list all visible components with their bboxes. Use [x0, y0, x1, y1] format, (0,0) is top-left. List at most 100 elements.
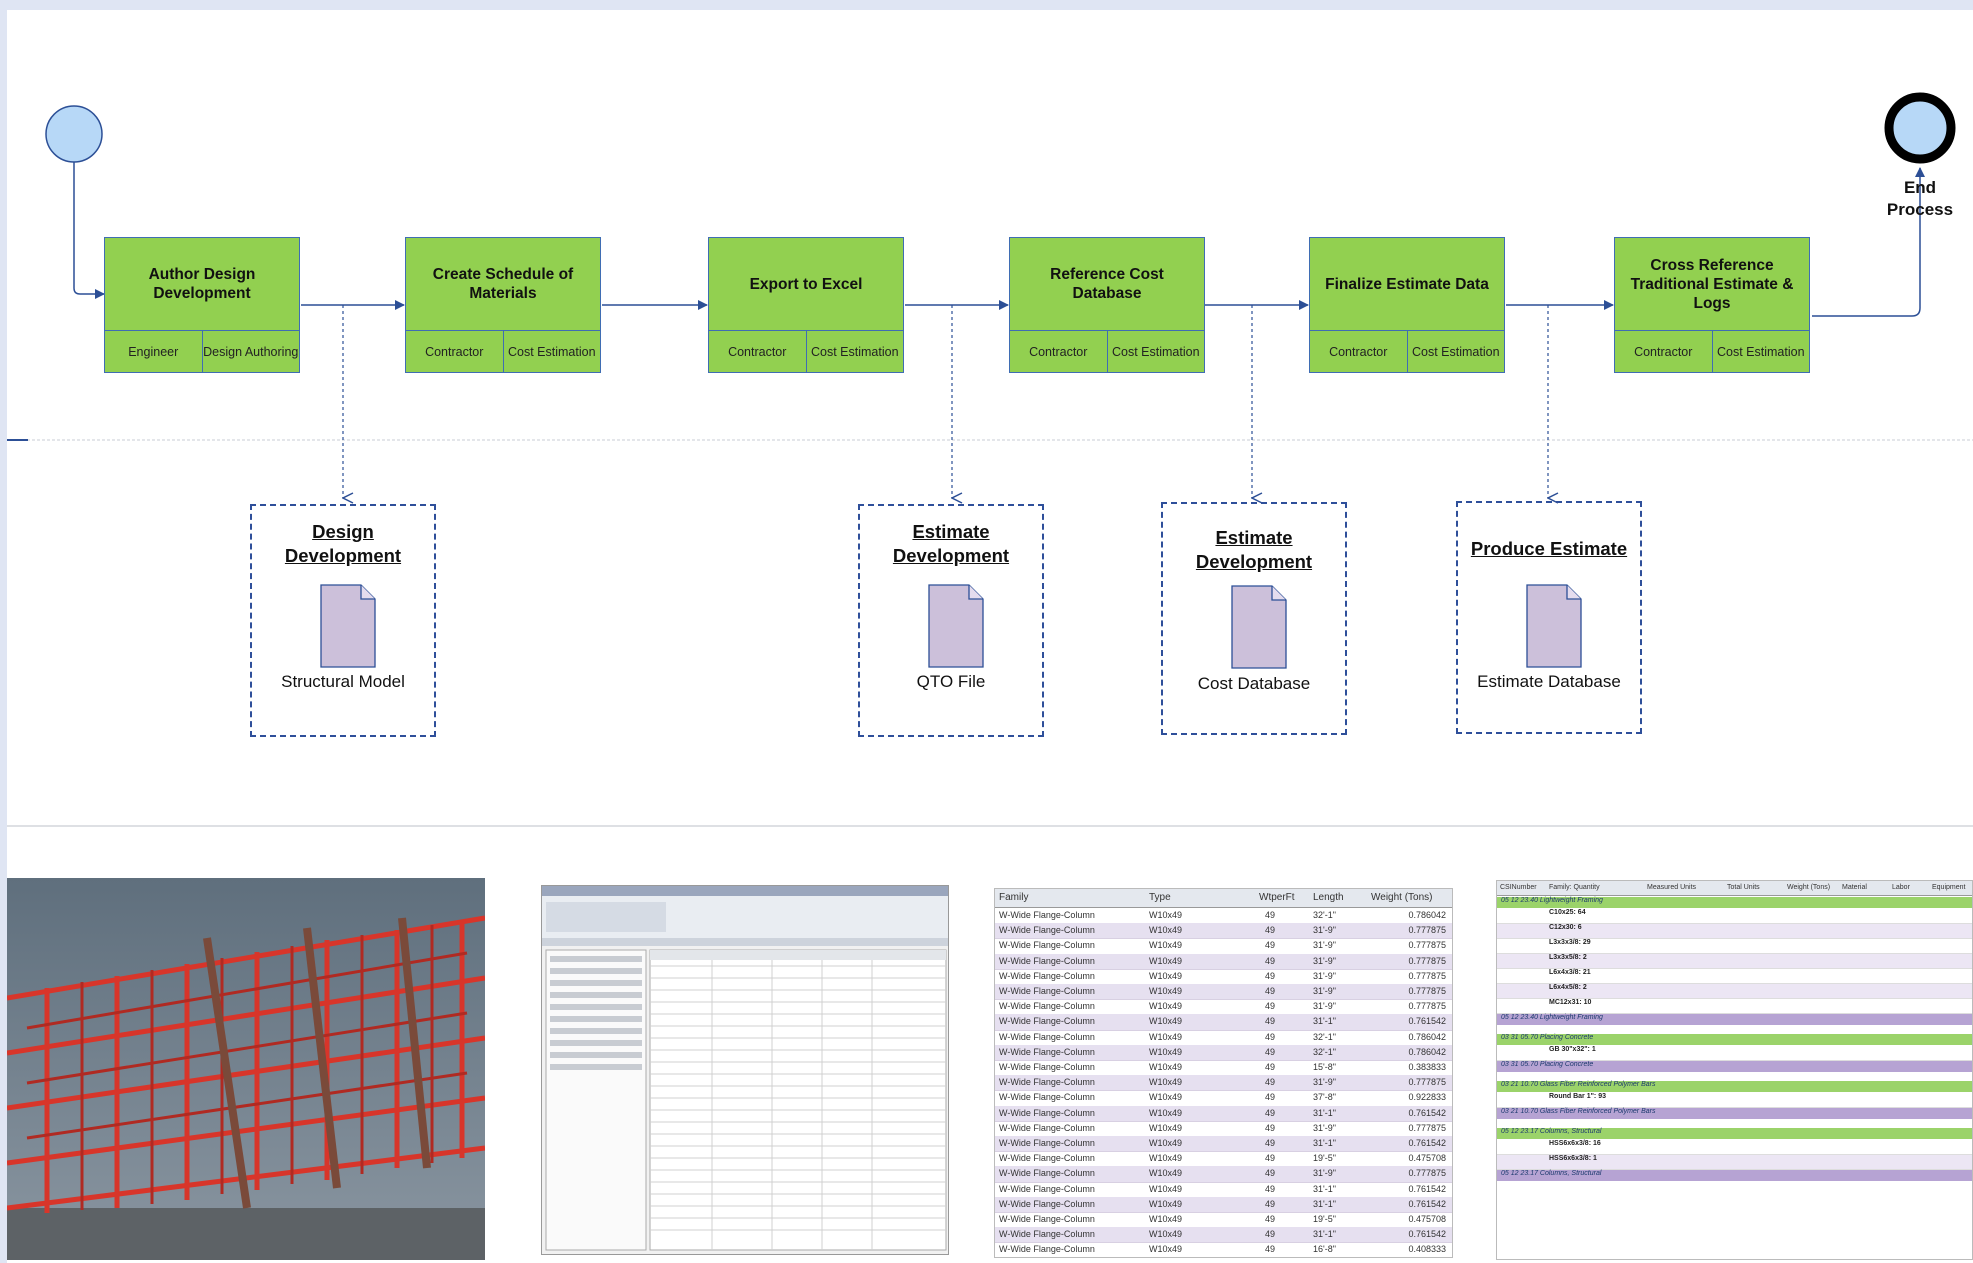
- qto-cell: W-Wide Flange-Column: [999, 1062, 1095, 1072]
- qto-cell: 0.777875: [1408, 970, 1446, 981]
- task-function: Cost Estimation: [507, 345, 596, 359]
- qto-cell: W-Wide Flange-Column: [999, 1244, 1095, 1255]
- task-role: Contractor: [1615, 331, 1713, 373]
- estimate-row: C10x25: 64: [1497, 909, 1972, 924]
- data-object-estimate-development-cost[interactable]: Estimate Development Cost Database: [1161, 502, 1347, 735]
- qto-cell: 0.777875: [1408, 986, 1446, 996]
- estimate-row: GB 30"x32": 1: [1497, 1046, 1972, 1061]
- qto-cell: 37'-8": [1313, 1092, 1336, 1103]
- qto-cell: 0.786042: [1408, 1046, 1446, 1057]
- data-object-document: Structural Model: [281, 672, 405, 691]
- qto-cell: 0.408333: [1408, 1244, 1446, 1255]
- qto-cell: W10x49: [1149, 970, 1183, 981]
- qto-cell: W10x49: [1149, 1138, 1183, 1148]
- task-create-schedule-of-materials[interactable]: Create Schedule of Materials Contractor …: [405, 237, 601, 373]
- qto-cell: 31'-9": [1313, 1077, 1336, 1088]
- task-lanes: Contractor Cost Estimation: [1310, 330, 1504, 373]
- estimate-row: Round Bar 1": 93: [1497, 1093, 1972, 1108]
- data-object-document: Estimate Database: [1477, 672, 1621, 691]
- task-function: Cost Estimation: [1716, 345, 1805, 359]
- revit-schedule-render: [542, 886, 948, 1251]
- qto-cell: W10x49: [1149, 955, 1183, 966]
- data-object-design-development[interactable]: Design Development Structural Model: [250, 504, 436, 737]
- qto-cell: 49: [1265, 1138, 1276, 1148]
- document-icon: [320, 584, 376, 668]
- qto-cell: 0.777875: [1408, 1122, 1446, 1133]
- qto-cell: 49: [1265, 1107, 1276, 1118]
- task-cross-reference-traditional-estimate[interactable]: Cross Reference Traditional Estimate & L…: [1614, 237, 1810, 373]
- qto-cell: 0.761542: [1408, 1016, 1446, 1027]
- data-object-produce-estimate[interactable]: Produce Estimate Estimate Database: [1456, 501, 1642, 734]
- estimate-row: L3x3x5/8: 2: [1497, 954, 1972, 969]
- data-object-estimate-development-qto[interactable]: Estimate Development QTO File: [858, 504, 1044, 737]
- revit-schedule-screenshot: [541, 885, 949, 1255]
- data-object-document: QTO File: [916, 672, 986, 691]
- qto-cell: 31'-1": [1313, 1138, 1336, 1148]
- qto-cell: 19'-5": [1313, 1214, 1336, 1224]
- qto-cell: 49: [1265, 1198, 1276, 1209]
- qto-header-type: Type: [1149, 892, 1171, 903]
- qto-cell: 49: [1265, 1001, 1276, 1012]
- qto-cell: 31'-9": [1313, 1122, 1336, 1133]
- qto-cell: 31'-9": [1313, 940, 1336, 951]
- task-title: Export to Excel: [749, 275, 863, 293]
- task-export-to-excel[interactable]: Export to Excel Contractor Cost Estimati…: [708, 237, 904, 373]
- qto-cell: 49: [1265, 1168, 1276, 1179]
- task-role: Contractor: [1310, 331, 1408, 373]
- qto-cell: W-Wide Flange-Column: [999, 1138, 1095, 1148]
- qto-cell: W-Wide Flange-Column: [999, 1229, 1095, 1240]
- data-object-document: Cost Database: [1197, 674, 1311, 693]
- task-title: Create Schedule of Materials: [432, 266, 574, 302]
- task-author-design-development[interactable]: Author Design Development Engineer Desig…: [104, 237, 300, 373]
- qto-cell: 0.777875: [1408, 1168, 1446, 1179]
- task-lanes: Contractor Cost Estimation: [709, 330, 903, 373]
- estimate-header-cell: Equipment: [1932, 884, 1966, 891]
- sequence-flow-end: [1812, 167, 1925, 317]
- data-object-title: Produce Estimate: [1470, 538, 1628, 559]
- qto-cell: 31'-9": [1313, 986, 1336, 996]
- estimate-header-cell: CSINumber: [1500, 884, 1537, 891]
- document-icon: [1526, 584, 1582, 668]
- estimate-header-cell: Material: [1842, 884, 1867, 891]
- qto-cell: W10x49: [1149, 1244, 1183, 1255]
- qto-cell: W10x49: [1149, 1077, 1183, 1088]
- task-function: Cost Estimation: [810, 345, 899, 359]
- qto-cell: 31'-1": [1313, 1016, 1336, 1027]
- task-lanes: Contractor Cost Estimation: [406, 330, 600, 373]
- task-finalize-estimate-data[interactable]: Finalize Estimate Data Contractor Cost E…: [1309, 237, 1505, 373]
- task-reference-cost-database[interactable]: Reference Cost Database Contractor Cost …: [1009, 237, 1205, 373]
- qto-cell: 49: [1265, 925, 1276, 936]
- estimate-row: L3x3x3/8: 29: [1497, 939, 1972, 954]
- estimate-row: MC12x31: 10: [1497, 999, 1972, 1014]
- qto-cell: 0.761542: [1408, 1107, 1446, 1118]
- qto-cell: W-Wide Flange-Column: [999, 1168, 1095, 1179]
- estimate-row: C12x30: 6: [1497, 924, 1972, 939]
- qto-cell: 0.777875: [1408, 940, 1446, 951]
- qto-cell: 32'-1": [1313, 910, 1336, 920]
- estimate-section-title: 03 21 10.70 Glass Fiber Reinforced Polym…: [1497, 1081, 1972, 1092]
- qto-header-wtperft: WtperFt: [1259, 892, 1295, 903]
- qto-cell: 49: [1265, 1077, 1276, 1088]
- qto-cell: W-Wide Flange-Column: [999, 1001, 1095, 1012]
- qto-cell: W-Wide Flange-Column: [999, 1198, 1095, 1209]
- qto-cell: W-Wide Flange-Column: [999, 910, 1095, 920]
- task-function: Cost Estimation: [1111, 345, 1200, 359]
- end-event-circle: [1884, 92, 1956, 164]
- qto-cell: W-Wide Flange-Column: [999, 1092, 1095, 1103]
- qto-header-length: Length: [1313, 892, 1344, 903]
- qto-cell: 31'-9": [1313, 970, 1336, 981]
- task-title: Reference Cost Database: [1050, 266, 1164, 302]
- qto-cell: W-Wide Flange-Column: [999, 1016, 1095, 1027]
- data-object-title: Estimate Development: [892, 521, 1010, 566]
- structural-model-image: [7, 878, 485, 1260]
